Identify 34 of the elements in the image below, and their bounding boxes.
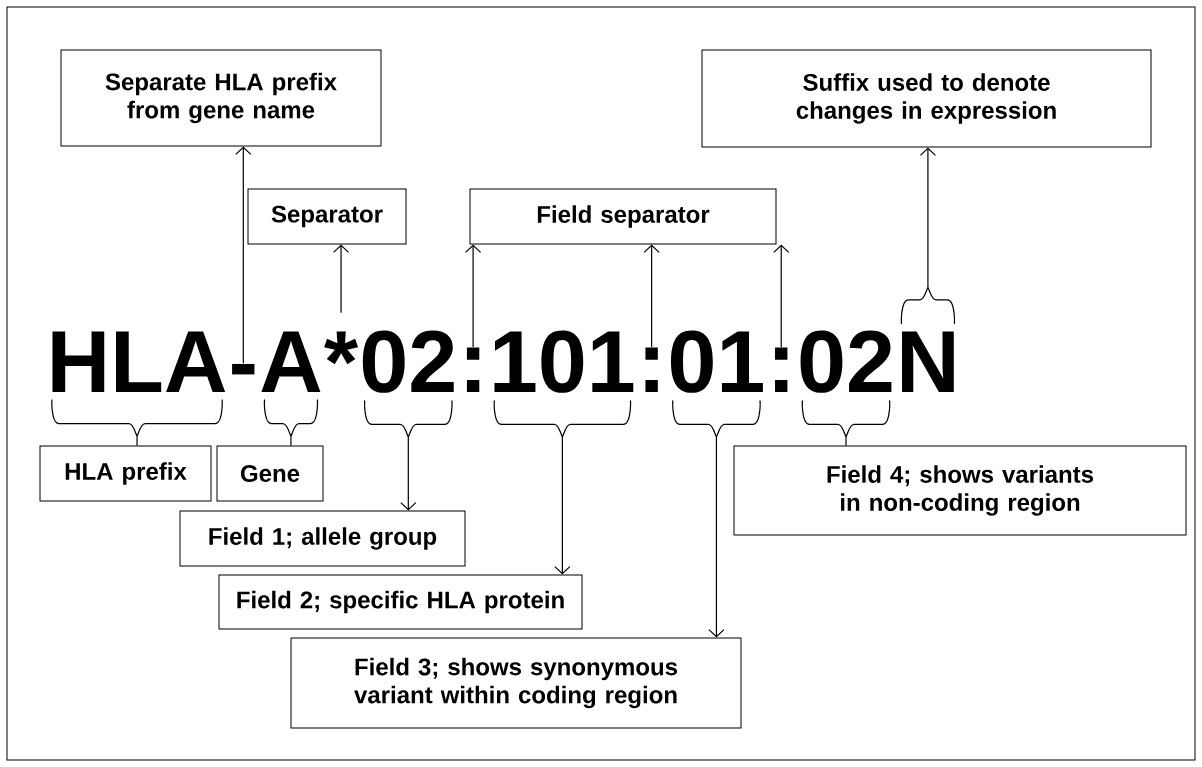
brace-connector bbox=[51, 399, 223, 447]
label-box: Suffix used to denote changes in expression bbox=[701, 49, 1152, 148]
arrow bbox=[332, 244, 350, 314]
allele-name-part: : bbox=[645, 347, 658, 392]
allele-name-part: - bbox=[232, 363, 255, 375]
label-box: Field 2; specific HLA protein bbox=[218, 574, 583, 630]
brace-arrow bbox=[900, 147, 956, 324]
allele-name-part: 02 bbox=[362, 330, 454, 393]
allele-name-part: A bbox=[261, 331, 321, 392]
arrow bbox=[643, 244, 660, 348]
brace-arrow bbox=[672, 400, 761, 638]
allele-name-part: 101 bbox=[494, 330, 634, 393]
allele-name-part: : bbox=[466, 347, 480, 392]
allele-name-part: HLA bbox=[52, 331, 226, 392]
allele-name-part: * bbox=[324, 331, 359, 365]
arrow bbox=[465, 244, 482, 348]
label-box: Field 4; shows variants in non-coding region bbox=[733, 445, 1187, 536]
brace-connector bbox=[263, 399, 319, 447]
allele-name-part: N bbox=[902, 331, 954, 392]
label-box: Separator bbox=[247, 188, 407, 245]
brace-arrow bbox=[493, 400, 632, 575]
label-box: Field 3; shows synonymous variant within coding region bbox=[290, 637, 742, 729]
arrow bbox=[235, 146, 252, 364]
label-box: Separate HLA prefix from gene name bbox=[60, 49, 382, 147]
label-box: Field 1; allele group bbox=[179, 510, 466, 567]
brace-connector bbox=[801, 400, 891, 447]
label-box: Gene bbox=[216, 445, 324, 502]
allele-name-part: : bbox=[775, 347, 788, 392]
allele-name-part: 01 bbox=[670, 330, 763, 393]
arrow bbox=[773, 244, 790, 348]
label-box: Field separator bbox=[469, 188, 777, 245]
allele-name-part: 02 bbox=[800, 330, 892, 393]
label-box: HLA prefix bbox=[39, 445, 212, 502]
brace-arrow bbox=[363, 400, 453, 511]
